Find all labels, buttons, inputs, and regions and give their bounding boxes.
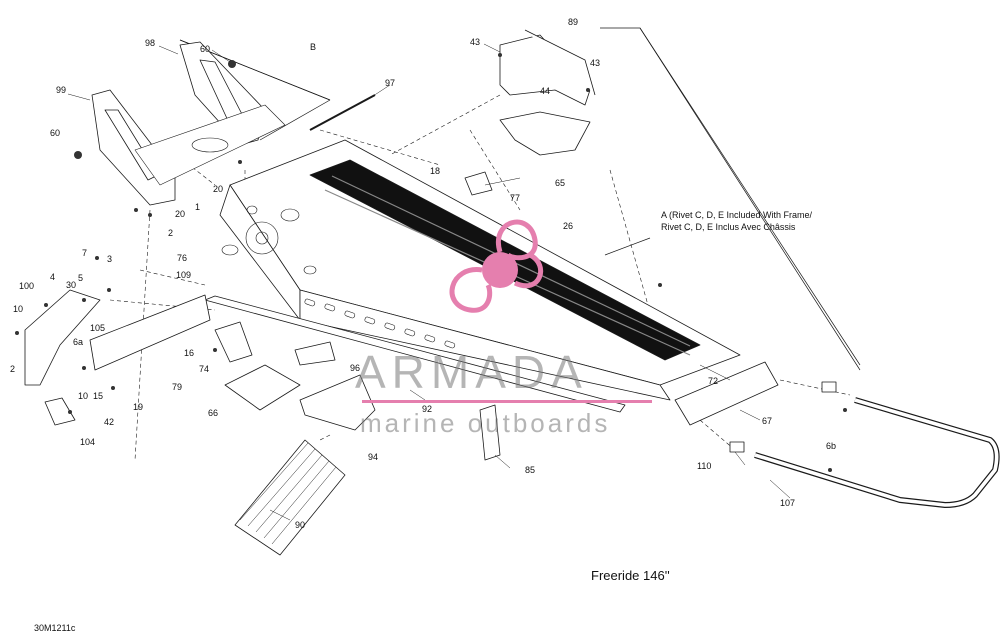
panel-79 xyxy=(89,294,211,371)
logo-center-dot xyxy=(482,252,518,288)
callout-100: 100 xyxy=(19,281,35,291)
callout-5: 5 xyxy=(78,273,84,283)
armada-logo-mark xyxy=(449,219,544,313)
rear-bumper-107 xyxy=(754,397,1000,508)
callout-4: 4 xyxy=(50,272,56,282)
part-94 xyxy=(299,374,376,431)
part-85 xyxy=(479,404,501,461)
callout-94: 94 xyxy=(368,452,379,462)
bracket-74 xyxy=(214,321,253,363)
callout-43a: 43 xyxy=(470,37,481,47)
part-66 xyxy=(224,364,301,411)
callout-1: 1 xyxy=(195,202,201,212)
callout-6b: 6b xyxy=(826,441,837,451)
callout-90: 90 xyxy=(295,520,306,530)
callout-65: 65 xyxy=(555,178,566,188)
callout-99: 99 xyxy=(56,85,67,95)
steering-post-97 xyxy=(309,94,376,131)
callout-104: 104 xyxy=(80,437,96,447)
footrest-rail xyxy=(204,295,626,413)
rear-tunnel-end-67 xyxy=(674,361,779,426)
callout-19: 19 xyxy=(133,402,144,412)
callout-15: 15 xyxy=(93,391,104,401)
callout-18: 18 xyxy=(430,166,441,176)
watermark-brand: ARMADA xyxy=(355,346,588,398)
callout-30: 30 xyxy=(66,280,77,290)
callout-77: 77 xyxy=(510,193,521,203)
part-96 xyxy=(294,341,336,366)
callout-105: 105 xyxy=(90,323,106,333)
snow-flap-90 xyxy=(234,439,346,556)
callout-10a: 10 xyxy=(13,304,24,314)
callout-60a: 60 xyxy=(200,44,211,54)
callout-109: 109 xyxy=(176,270,192,280)
callout-3: 3 xyxy=(107,254,113,264)
bumper-clip xyxy=(821,381,837,393)
watermark-tagline: marine outboards xyxy=(360,408,611,438)
drawing-code: 30M1211c xyxy=(34,623,76,633)
callout-43b: 43 xyxy=(590,58,601,68)
group-bracket-a xyxy=(600,27,861,371)
callout-leaders xyxy=(67,43,791,521)
callout-67: 67 xyxy=(762,416,773,426)
note-line-1: A (Rivet C, D, E Included With Frame/ xyxy=(661,210,813,220)
callout-16: 16 xyxy=(184,348,195,358)
bumper-cap-110 xyxy=(729,441,745,453)
bracket-89 xyxy=(499,29,596,106)
callout-60b: 60 xyxy=(50,128,61,138)
callout-74: 74 xyxy=(199,364,210,374)
callout-97: 97 xyxy=(385,78,396,88)
callout-98: 98 xyxy=(145,38,156,48)
model-title: Freeride 146'' xyxy=(591,568,670,583)
callout-72: 72 xyxy=(708,376,719,386)
callout-10b: 10 xyxy=(78,391,89,401)
callout-85: 85 xyxy=(525,465,536,475)
front-bracket-100 xyxy=(24,289,101,386)
callout-20a: 20 xyxy=(213,184,224,194)
callout-79: 79 xyxy=(172,382,183,392)
callout-89: 89 xyxy=(568,17,579,27)
callout-96: 96 xyxy=(350,363,361,373)
panel-65 xyxy=(499,111,591,156)
callout-2: 2 xyxy=(168,228,174,238)
callout-7: 7 xyxy=(82,248,88,258)
fasteners xyxy=(15,53,847,472)
callout-20b: 20 xyxy=(175,209,186,219)
watermark-underline xyxy=(362,400,652,403)
callout-2b: 2 xyxy=(10,364,16,374)
callout-B: B xyxy=(310,42,317,52)
part-77 xyxy=(464,171,493,196)
callout-107: 107 xyxy=(780,498,796,508)
note-line-2: Rivet C, D, E Inclus Avec Châssis xyxy=(661,222,796,232)
callout-66: 66 xyxy=(208,408,219,418)
callout-110: 110 xyxy=(697,461,712,471)
part-104 xyxy=(44,397,76,426)
callout-6a: 6a xyxy=(73,337,84,347)
callout-76: 76 xyxy=(177,253,188,263)
callout-42: 42 xyxy=(104,417,115,427)
callout-26: 26 xyxy=(563,221,574,231)
skid-plate xyxy=(134,104,286,186)
callout-92: 92 xyxy=(422,404,433,414)
callout-44: 44 xyxy=(540,86,551,96)
